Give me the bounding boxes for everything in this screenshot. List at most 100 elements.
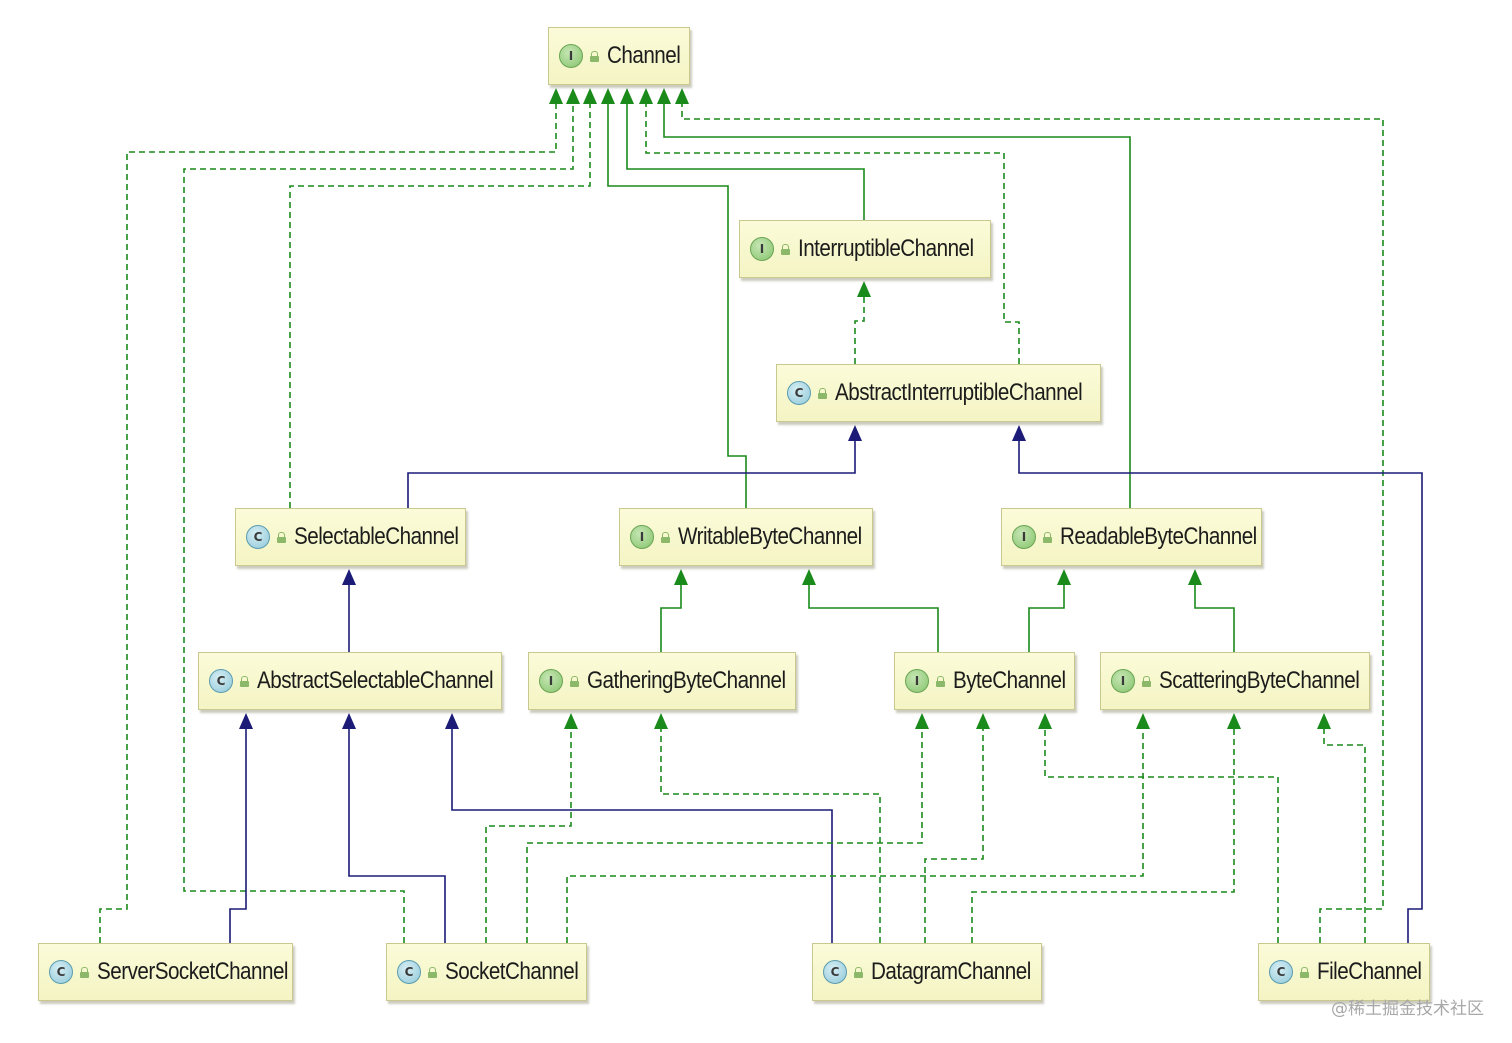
edge-socket-to-channel: [183, 88, 580, 943]
node-datagram-channel[interactable]: C DatagramChannel: [812, 943, 1042, 1001]
edge-datagram-to-gathering-byte: [654, 713, 881, 943]
public-lock-icon: [1300, 966, 1309, 978]
node-label: FileChannel: [1317, 958, 1422, 985]
kind-badge: C: [1269, 960, 1293, 984]
node-writable-byte-channel[interactable]: I WritableByteChannel: [619, 508, 873, 566]
arrowhead: [342, 569, 356, 585]
kind-badge: C: [49, 960, 73, 984]
node-file-channel[interactable]: C FileChannel: [1258, 943, 1430, 1001]
arrowhead: [1227, 713, 1241, 729]
node-label: SelectableChannel: [294, 523, 459, 550]
arrowhead: [564, 713, 578, 729]
node-byte-channel[interactable]: I ByteChannel: [894, 652, 1075, 710]
node-readable-byte-channel[interactable]: I ReadableByteChannel: [1001, 508, 1262, 566]
arrowhead: [674, 569, 688, 585]
edge-byte-to-writable-byte: [802, 569, 939, 652]
node-server-socket-channel[interactable]: C ServerSocketChannel: [38, 943, 293, 1001]
edge-byte-to-readable-byte: [1028, 569, 1071, 652]
node-label: ScatteringByteChannel: [1159, 667, 1360, 694]
edge-file-to-scattering-byte: [1317, 713, 1366, 943]
arrowhead: [1057, 569, 1071, 585]
node-label: InterruptibleChannel: [798, 235, 974, 262]
edge-selectable-to-abstract-interruptible: [407, 425, 862, 508]
arrowhead: [620, 88, 634, 104]
edge-gathering-byte-to-writable-byte: [660, 569, 688, 652]
public-lock-icon: [590, 50, 599, 62]
edge-abstract-interruptible-to-interruptible: [854, 281, 871, 364]
kind-badge: C: [787, 381, 811, 405]
arrowhead: [976, 713, 990, 729]
arrowhead: [802, 569, 816, 585]
arrowhead: [1012, 425, 1026, 441]
public-lock-icon: [240, 675, 249, 687]
node-label: WritableByteChannel: [678, 523, 862, 550]
edge-abstract-selectable-to-selectable: [342, 569, 356, 652]
arrowhead: [1317, 713, 1331, 729]
node-interruptible-channel[interactable]: I InterruptibleChannel: [739, 220, 991, 278]
node-label: DatagramChannel: [871, 958, 1031, 985]
watermark: @稀土掘金技术社区: [1331, 999, 1484, 1019]
kind-badge: C: [397, 960, 421, 984]
edge-datagram-to-abstract-selectable: [445, 713, 833, 943]
edge-file-to-channel: [675, 88, 1384, 943]
kind-badge: I: [1012, 525, 1036, 549]
node-abstract-interruptible-channel[interactable]: C AbstractInterruptibleChannel: [776, 364, 1101, 422]
node-label: GatheringByteChannel: [587, 667, 786, 694]
node-selectable-channel[interactable]: C SelectableChannel: [235, 508, 466, 566]
public-lock-icon: [80, 966, 89, 978]
public-lock-icon: [277, 531, 286, 543]
arrowhead: [657, 88, 671, 104]
node-channel[interactable]: I Channel: [548, 27, 690, 85]
arrowhead: [1136, 713, 1150, 729]
kind-badge: I: [630, 525, 654, 549]
arrowhead: [857, 281, 871, 297]
edge-server-socket-to-channel: [99, 88, 563, 943]
arrowhead: [445, 713, 459, 729]
node-socket-channel[interactable]: C SocketChannel: [386, 943, 587, 1001]
arrowhead: [848, 425, 862, 441]
edge-selectable-to-channel: [289, 88, 597, 508]
node-gathering-byte-channel[interactable]: I GatheringByteChannel: [528, 652, 796, 710]
edge-socket-to-scattering-byte: [566, 713, 1150, 943]
kind-badge: C: [209, 669, 233, 693]
node-label: ByteChannel: [953, 667, 1066, 694]
arrowhead: [601, 88, 615, 104]
arrowhead: [342, 713, 356, 729]
edge-file-to-byte: [1038, 713, 1279, 943]
node-label: SocketChannel: [445, 958, 579, 985]
kind-badge: I: [1111, 669, 1135, 693]
edge-abstract-interruptible-to-channel: [639, 88, 1020, 364]
edge-datagram-to-scattering-byte: [971, 713, 1241, 943]
public-lock-icon: [428, 966, 437, 978]
arrowhead: [675, 88, 689, 104]
arrowhead: [549, 88, 563, 104]
arrowhead: [1188, 569, 1202, 585]
edge-readable-byte-to-channel: [657, 88, 1131, 508]
arrowhead: [639, 88, 653, 104]
arrowhead: [566, 88, 580, 104]
edge-file-to-abstract-interruptible: [1012, 425, 1423, 943]
edge-writable-byte-to-channel: [601, 88, 747, 508]
kind-badge: C: [823, 960, 847, 984]
edge-socket-to-abstract-selectable: [342, 713, 446, 943]
kind-badge: I: [905, 669, 929, 693]
edge-interruptible-to-channel: [620, 88, 865, 220]
node-scattering-byte-channel[interactable]: I ScatteringByteChannel: [1100, 652, 1370, 710]
arrowhead: [654, 713, 668, 729]
edge-datagram-to-byte: [924, 713, 990, 943]
public-lock-icon: [570, 675, 579, 687]
edge-socket-to-gathering-byte: [485, 713, 578, 943]
public-lock-icon: [1142, 675, 1151, 687]
kind-badge: I: [750, 237, 774, 261]
node-label: ReadableByteChannel: [1060, 523, 1257, 550]
node-abstract-selectable-channel[interactable]: C AbstractSelectableChannel: [198, 652, 502, 710]
arrowhead: [583, 88, 597, 104]
public-lock-icon: [1043, 531, 1052, 543]
arrowhead: [1038, 713, 1052, 729]
public-lock-icon: [661, 531, 670, 543]
arrowhead: [915, 713, 929, 729]
edge-server-socket-to-abstract-selectable: [229, 713, 253, 943]
node-label: Channel: [607, 42, 681, 69]
